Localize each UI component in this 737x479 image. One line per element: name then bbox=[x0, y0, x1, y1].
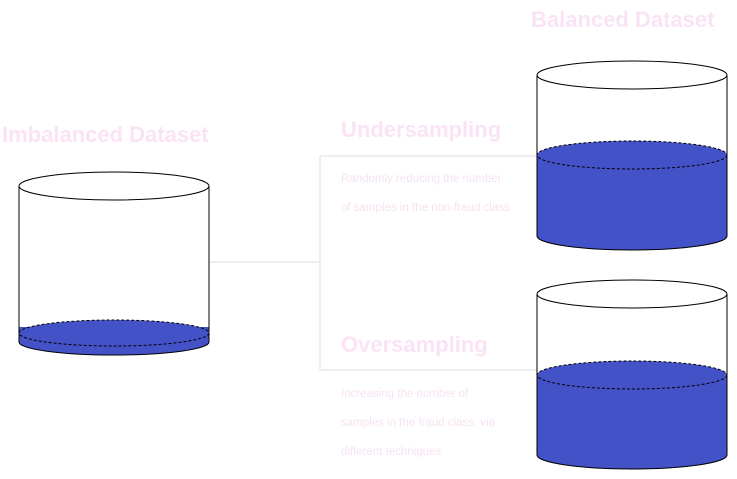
cylinder-imbalanced-body bbox=[18, 186, 210, 356]
undersampling-description-line: of samples in the non-fraud class bbox=[341, 202, 510, 214]
connector-lines bbox=[210, 155, 537, 371]
undersampling-description: Randomly reducing the number of samples … bbox=[341, 165, 510, 223]
cylinder-balanced-under-top bbox=[536, 60, 728, 90]
oversampling-description: Increasing the number of samples in the … bbox=[341, 380, 495, 467]
oversampling-title: Oversampling bbox=[341, 332, 488, 357]
cylinder-balanced-over-fill-top bbox=[536, 360, 728, 390]
balanced-dataset-title: Balanced Dataset bbox=[531, 7, 715, 32]
cylinder-balanced-under-body bbox=[536, 75, 728, 251]
undersampling-description-line: Randomly reducing the number bbox=[341, 173, 502, 185]
cylinder-balanced-under bbox=[536, 60, 728, 251]
imbalanced-dataset-title: Imbalanced Dataset bbox=[2, 122, 209, 147]
cylinder-balanced-under-fill bbox=[537, 155, 727, 250]
cylinder-imbalanced bbox=[18, 171, 210, 356]
cylinder-balanced-over-body bbox=[536, 294, 728, 470]
cylinder-balanced-under-fill-top bbox=[536, 140, 728, 170]
oversampling-description-line: different techniques bbox=[341, 446, 442, 458]
cylinder-imbalanced-fill-top bbox=[18, 319, 210, 347]
oversampling-description-line: samples in the fraud class, via bbox=[341, 417, 496, 429]
cylinder-balanced-over-top bbox=[536, 279, 728, 309]
cylinder-balanced-over bbox=[536, 279, 728, 470]
cylinder-imbalanced-top bbox=[18, 171, 210, 201]
undersampling-title: Undersampling bbox=[341, 117, 502, 142]
cylinder-balanced-over-fill bbox=[537, 375, 727, 469]
oversampling-description-line: Increasing the number of bbox=[341, 388, 469, 400]
